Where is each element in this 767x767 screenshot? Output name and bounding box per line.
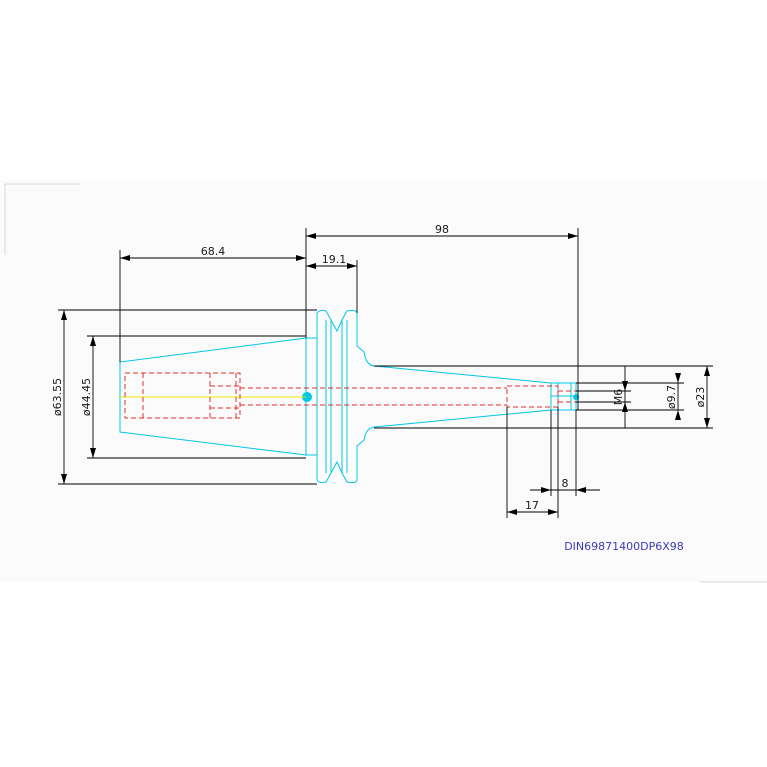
- pull-stud-bore: [124, 372, 241, 419]
- dim-bore-depth: 17: [525, 499, 539, 512]
- dim-nose-diameter: ø23: [694, 387, 707, 408]
- dim-thread-depth: 8: [562, 477, 569, 490]
- hidden-lines: [124, 372, 576, 419]
- flange-outline: [306, 309, 365, 353]
- dim-thread-size: M6: [612, 389, 625, 406]
- gauge-marker: [573, 394, 579, 400]
- nose-outline: [363, 351, 552, 441]
- front-bore: [506, 385, 559, 408]
- dim-overall-length: 98: [435, 223, 449, 236]
- dim-taper-length: 68.4: [201, 245, 226, 258]
- dimension-labels: 98 68.4 19.1 ø63.55 ø44.45 ø23 ø9.7 M6 1…: [51, 223, 707, 512]
- gauge-marker: [302, 392, 312, 402]
- dim-flange-width: 19.1: [322, 253, 347, 266]
- tool-holder-outline: [119, 309, 579, 484]
- dim-flange-diameter: ø63.55: [51, 378, 64, 416]
- flange-outline-lower: [306, 439, 365, 484]
- dimension-arrows: [61, 233, 710, 515]
- part-number-caption: DIN69871400DP6X98: [564, 540, 684, 553]
- sheet-border: [4, 183, 767, 583]
- dim-taper-diameter: ø44.45: [80, 378, 93, 416]
- drawing-sheet: [0, 180, 767, 582]
- dim-bore-diameter: ø9.7: [665, 385, 678, 409]
- dimension-lines: [58, 228, 713, 518]
